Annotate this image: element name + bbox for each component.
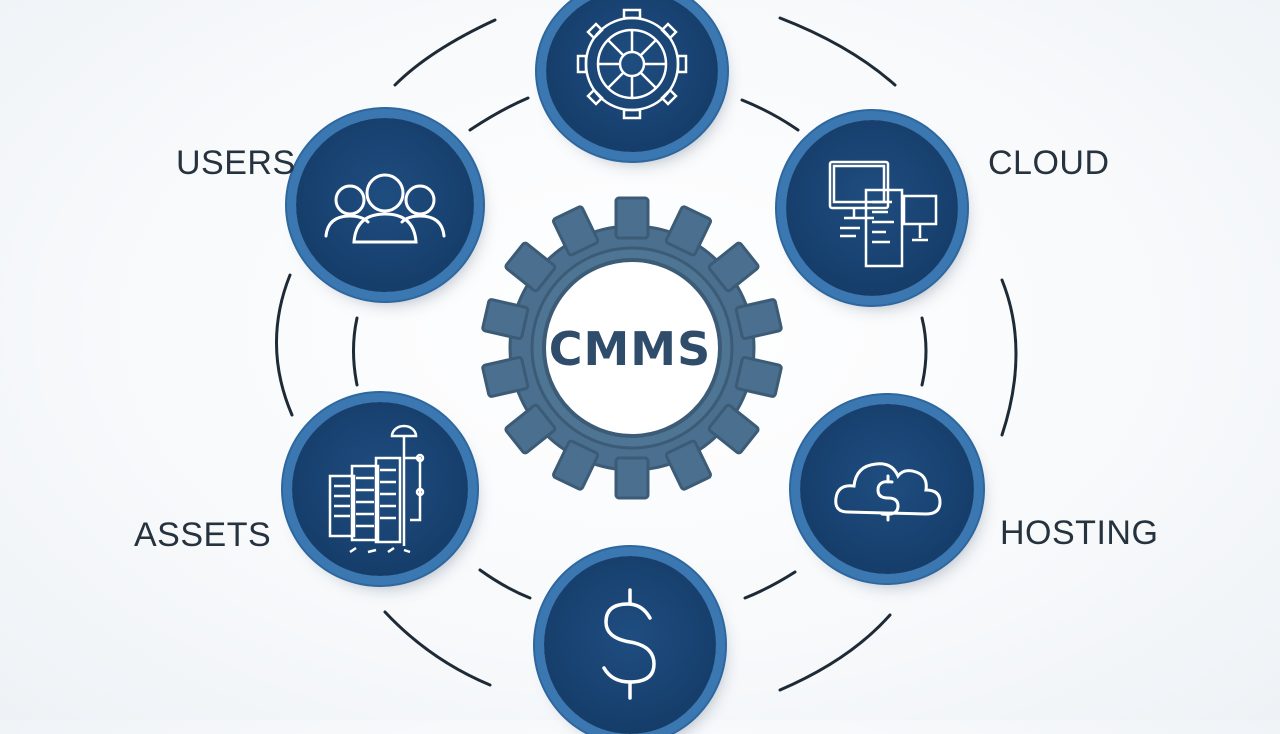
buildings-icon — [328, 424, 425, 554]
computers-icon — [828, 160, 938, 268]
gear-tooth — [481, 355, 530, 398]
label-assets: ASSETS — [134, 516, 272, 554]
assets-node[interactable] — [292, 402, 468, 576]
cost-node[interactable] — [544, 556, 716, 734]
gear-tooth — [552, 205, 600, 257]
gear-tooth — [707, 403, 760, 455]
center-label: CMMS — [548, 322, 712, 376]
label-hosting: HOSTING — [1000, 514, 1159, 552]
users-group-icon — [324, 173, 446, 244]
dollar-icon — [602, 588, 656, 700]
cloud-node[interactable] — [786, 120, 958, 296]
gear-tooth — [734, 298, 783, 341]
gear-tooth — [664, 205, 712, 257]
gear-tooth — [552, 439, 600, 491]
gear-tooth — [734, 355, 783, 398]
gear-tooth — [504, 241, 557, 293]
gear-tooth — [707, 241, 760, 293]
label-cloud: CLOUD — [988, 144, 1110, 182]
cloud-dollar-icon — [834, 462, 942, 522]
gear-tooth — [614, 456, 650, 500]
gear-tooth — [614, 196, 650, 240]
users-node[interactable] — [296, 118, 474, 292]
settings-node[interactable] — [546, 0, 718, 152]
gear-tooth — [481, 298, 530, 341]
gear-tooth — [504, 403, 557, 455]
gear-tooth — [664, 439, 712, 491]
gear-icon — [576, 8, 688, 120]
hosting-node[interactable] — [800, 404, 974, 574]
label-users: USERS — [176, 144, 296, 182]
